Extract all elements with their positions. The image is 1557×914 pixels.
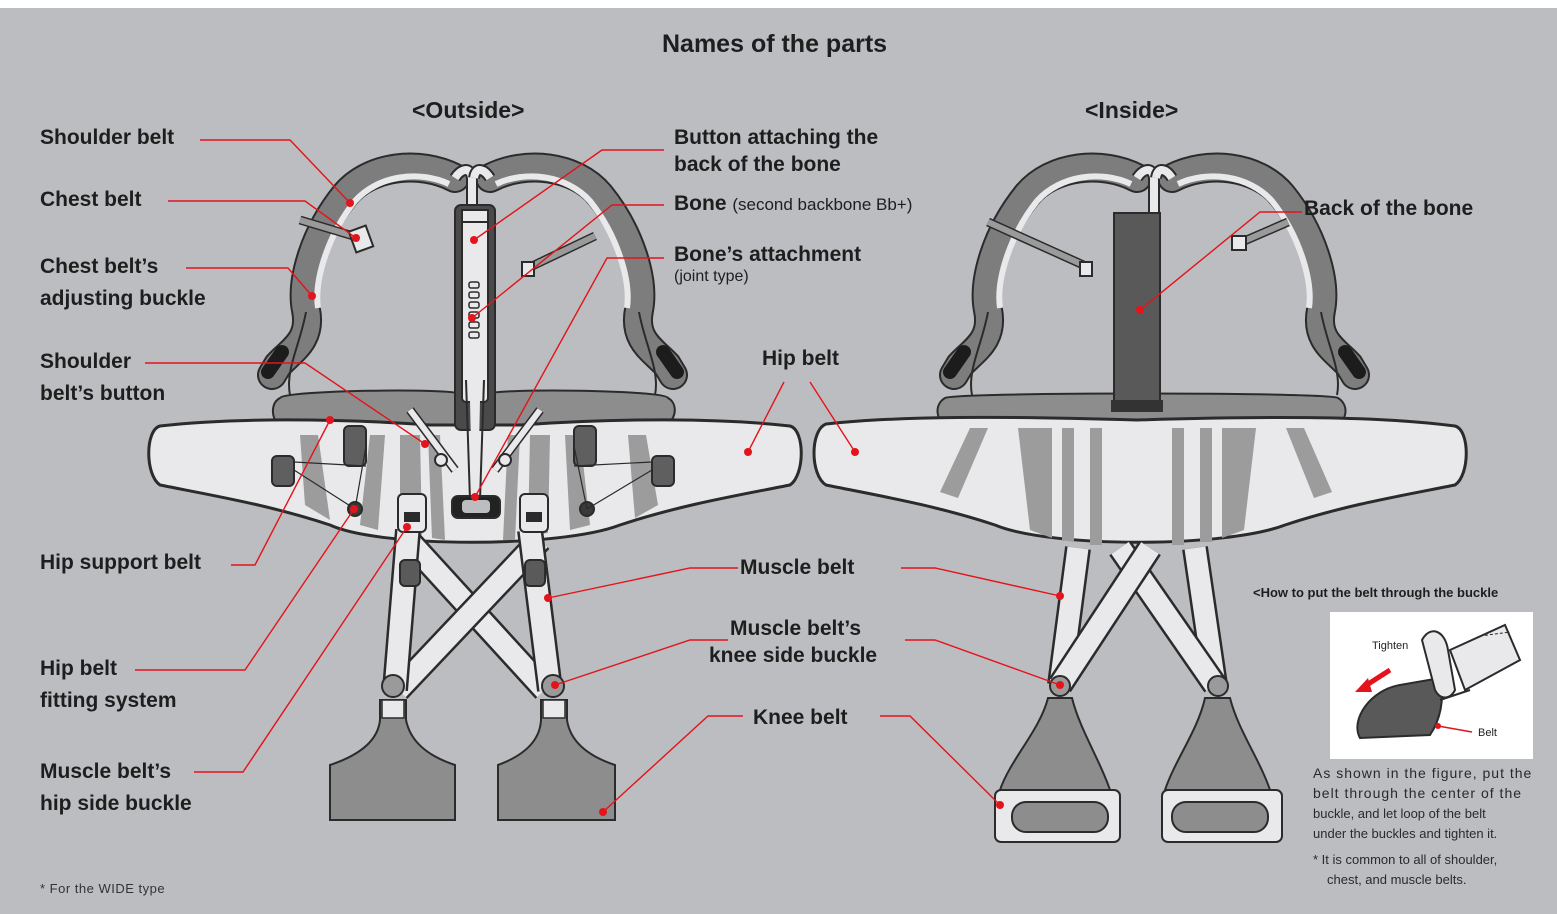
howto-note-line1: * It is common to all of shoulder,	[1313, 850, 1497, 871]
label-bone-text: Bone	[674, 192, 727, 215]
howto-desc-line3: buckle, and let loop of the belt	[1313, 804, 1486, 825]
inside-view-heading: <Inside>	[1085, 94, 1178, 126]
label-hip-fitting-line1: Hip belt	[40, 653, 117, 685]
label-knee-belt: Knee belt	[753, 702, 848, 734]
outside-view-heading: <Outside>	[412, 94, 524, 126]
label-shoulder-button-line2: belt’s button	[40, 378, 165, 410]
label-shoulder-belt: Shoulder belt	[40, 122, 174, 154]
howto-tighten-label: Tighten	[1372, 638, 1408, 654]
howto-desc-line2: belt through the center of the	[1313, 783, 1522, 804]
page-title: Names of the parts	[662, 30, 887, 59]
howto-belt-label: Belt	[1478, 725, 1497, 741]
label-shoulder-button-line1: Shoulder	[40, 346, 131, 378]
buckle-illustration	[1330, 612, 1533, 759]
label-button-back-line2: back of the bone	[674, 149, 841, 181]
label-back-of-bone: Back of the bone	[1304, 193, 1473, 225]
howto-desc-line1: As shown in the figure, put the	[1313, 763, 1532, 784]
label-chest-buckle-line1: Chest belt’s	[40, 251, 158, 283]
footnote: * For the WIDE type	[40, 881, 165, 896]
label-chest-buckle-line2: adjusting buckle	[40, 283, 206, 315]
label-hip-belt: Hip belt	[762, 343, 839, 375]
label-muscle-hip-line2: hip side buckle	[40, 788, 192, 820]
label-muscle-hip-line1: Muscle belt’s	[40, 756, 171, 788]
label-hip-fitting-line2: fitting system	[40, 685, 177, 717]
label-muscle-belt: Muscle belt	[740, 552, 854, 584]
howto-note-line2: chest, and muscle belts.	[1327, 870, 1466, 891]
label-bone-sub: (second backbone Bb+)	[732, 195, 912, 214]
label-muscle-knee-line2: knee side buckle	[709, 640, 877, 672]
label-bone: Bone (second backbone Bb+)	[674, 188, 912, 221]
label-bone-attachment-sub: (joint type)	[674, 264, 749, 290]
label-chest-belt: Chest belt	[40, 184, 142, 216]
label-hip-support-belt: Hip support belt	[40, 547, 201, 579]
howto-desc-line4: under the buckles and tighten it.	[1313, 824, 1497, 845]
howto-heading: <How to put the belt through the buckle	[1253, 583, 1498, 603]
